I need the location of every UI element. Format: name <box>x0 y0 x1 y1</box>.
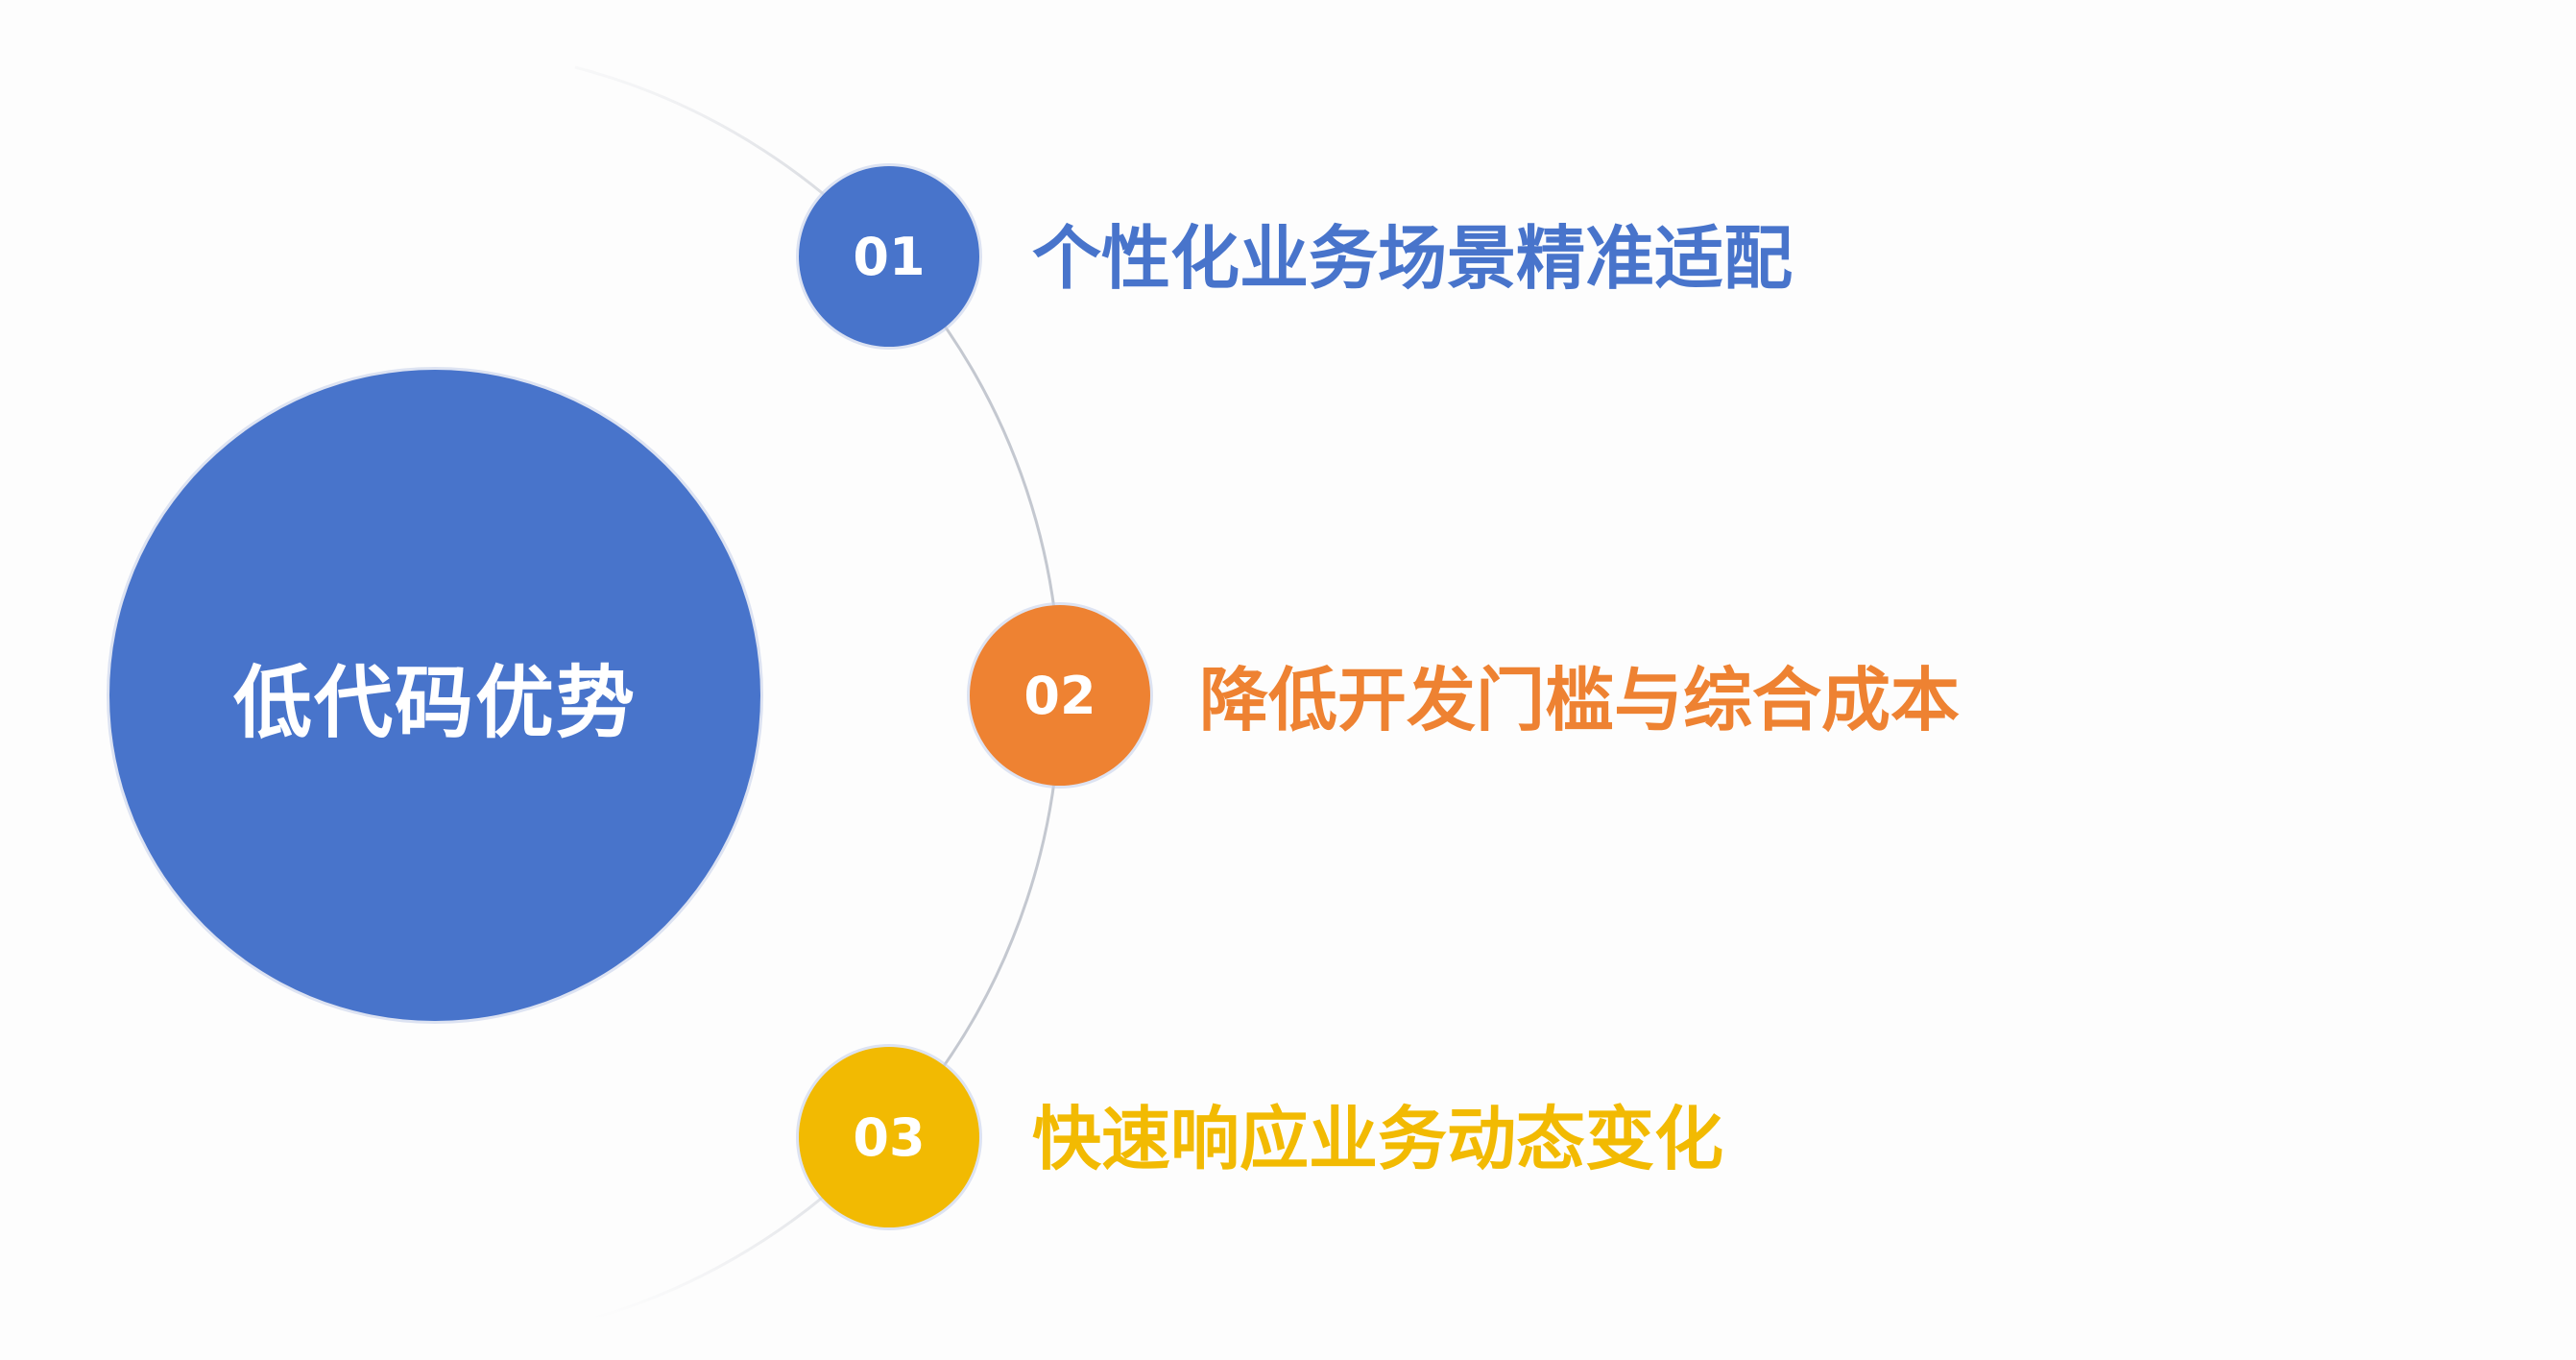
center-title: 低代码优势 <box>232 657 637 749</box>
number-text: 03 <box>853 1106 926 1168</box>
item-label-02: 降低开发门槛与综合成本 <box>1199 660 1961 741</box>
number-badge-02: 02 <box>970 605 1150 786</box>
number-text: 01 <box>853 226 926 287</box>
item-label-01: 个性化业务场景精准适配 <box>1032 218 1794 299</box>
item-label-03: 快速响应业务动态变化 <box>1032 1099 1724 1179</box>
number-badge-03: 03 <box>799 1047 979 1227</box>
number-badge-01: 01 <box>799 166 979 347</box>
number-text: 02 <box>1023 665 1096 726</box>
center-circle: 低代码优势 <box>109 370 760 1021</box>
